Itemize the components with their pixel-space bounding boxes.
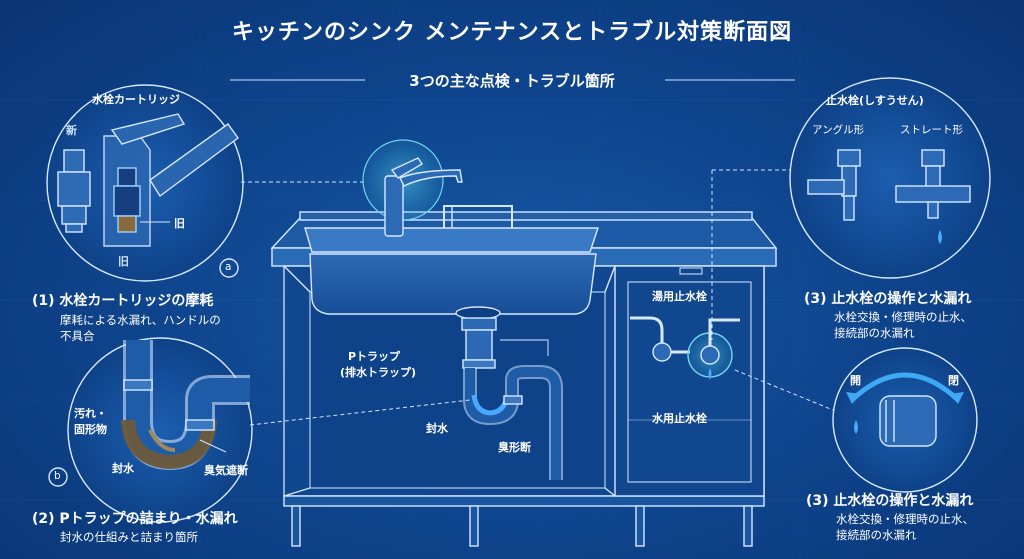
page-subtitle: 3つの主な点検・トラブル箇所 [409,72,615,90]
knob-open-label: 開 [850,374,861,387]
valve-desc-line2: 接続部の水漏れ [834,326,915,340]
cartridge-inset-title: 水栓カートリッジ [92,93,180,106]
drain-pipe [461,317,563,480]
trap-desc: 封水の仕組みと詰まり箇所 [60,530,198,544]
supply-lines [630,316,740,380]
hot-valve-label: 湯用止水栓 [652,290,707,303]
knob-close-label: 閉 [948,374,959,387]
page-title: キッチンのシンク メンテナンスとトラブル対策断面図 [231,20,793,45]
trap-heading: (2) Pトラップの詰まり・水漏れ [32,511,238,527]
knob-inset [832,347,978,493]
trap-inset [48,337,253,523]
knob-desc-line2: 接続部の水漏れ [836,528,917,542]
knob-desc-line1: 水栓交換・修理時の止水、 [836,512,974,526]
valve-desc-line1: 水栓交換・修理時の止水、 [834,310,972,324]
trap-dirt-label-1: 汚れ・ [74,407,107,420]
ptrap-label-1: Pトラップ [348,350,401,363]
cold-valve-label: 水用止水栓 [652,412,707,425]
angle-valve-label: アングル形 [812,124,865,136]
cartridge-desc-line1: 摩耗による水漏れ、ハンドルの [60,313,221,327]
cartridge-heading: (1) 水栓カートリッジの摩耗 [32,293,214,309]
cartridge-desc-line2: 不具合 [60,329,95,343]
valve-heading: (3) 止水栓の操作と水漏れ [804,291,972,307]
trap-dirt-label-2: 固形物 [74,423,107,436]
cartridge-marker: a [225,261,232,273]
knob-heading: (3) 止水栓の操作と水漏れ [806,493,974,509]
cartridge-old-label-bottom: 旧 [118,255,129,268]
cartridge-new-label: 新 [66,124,77,137]
seal-water-label: 封水 [426,422,448,435]
valve-inset [789,77,991,279]
cartridge-old-label-inside: 旧 [174,217,185,230]
trap-odor-label: 臭気遮断 [204,464,248,477]
faucet [362,139,463,237]
straight-valve-label: ストレート形 [900,124,963,136]
cartridge-inset [46,84,244,282]
ptrap-label-2: (排水トラップ) [340,366,417,379]
trap-marker: b [54,470,61,482]
leader-lines [241,169,834,426]
odor-label: 臭形断 [498,441,531,454]
trap-water-label: 封水 [112,462,134,475]
sink-basin [304,205,599,320]
valve-inset-title: 止水栓(しすうせん) [826,94,924,107]
